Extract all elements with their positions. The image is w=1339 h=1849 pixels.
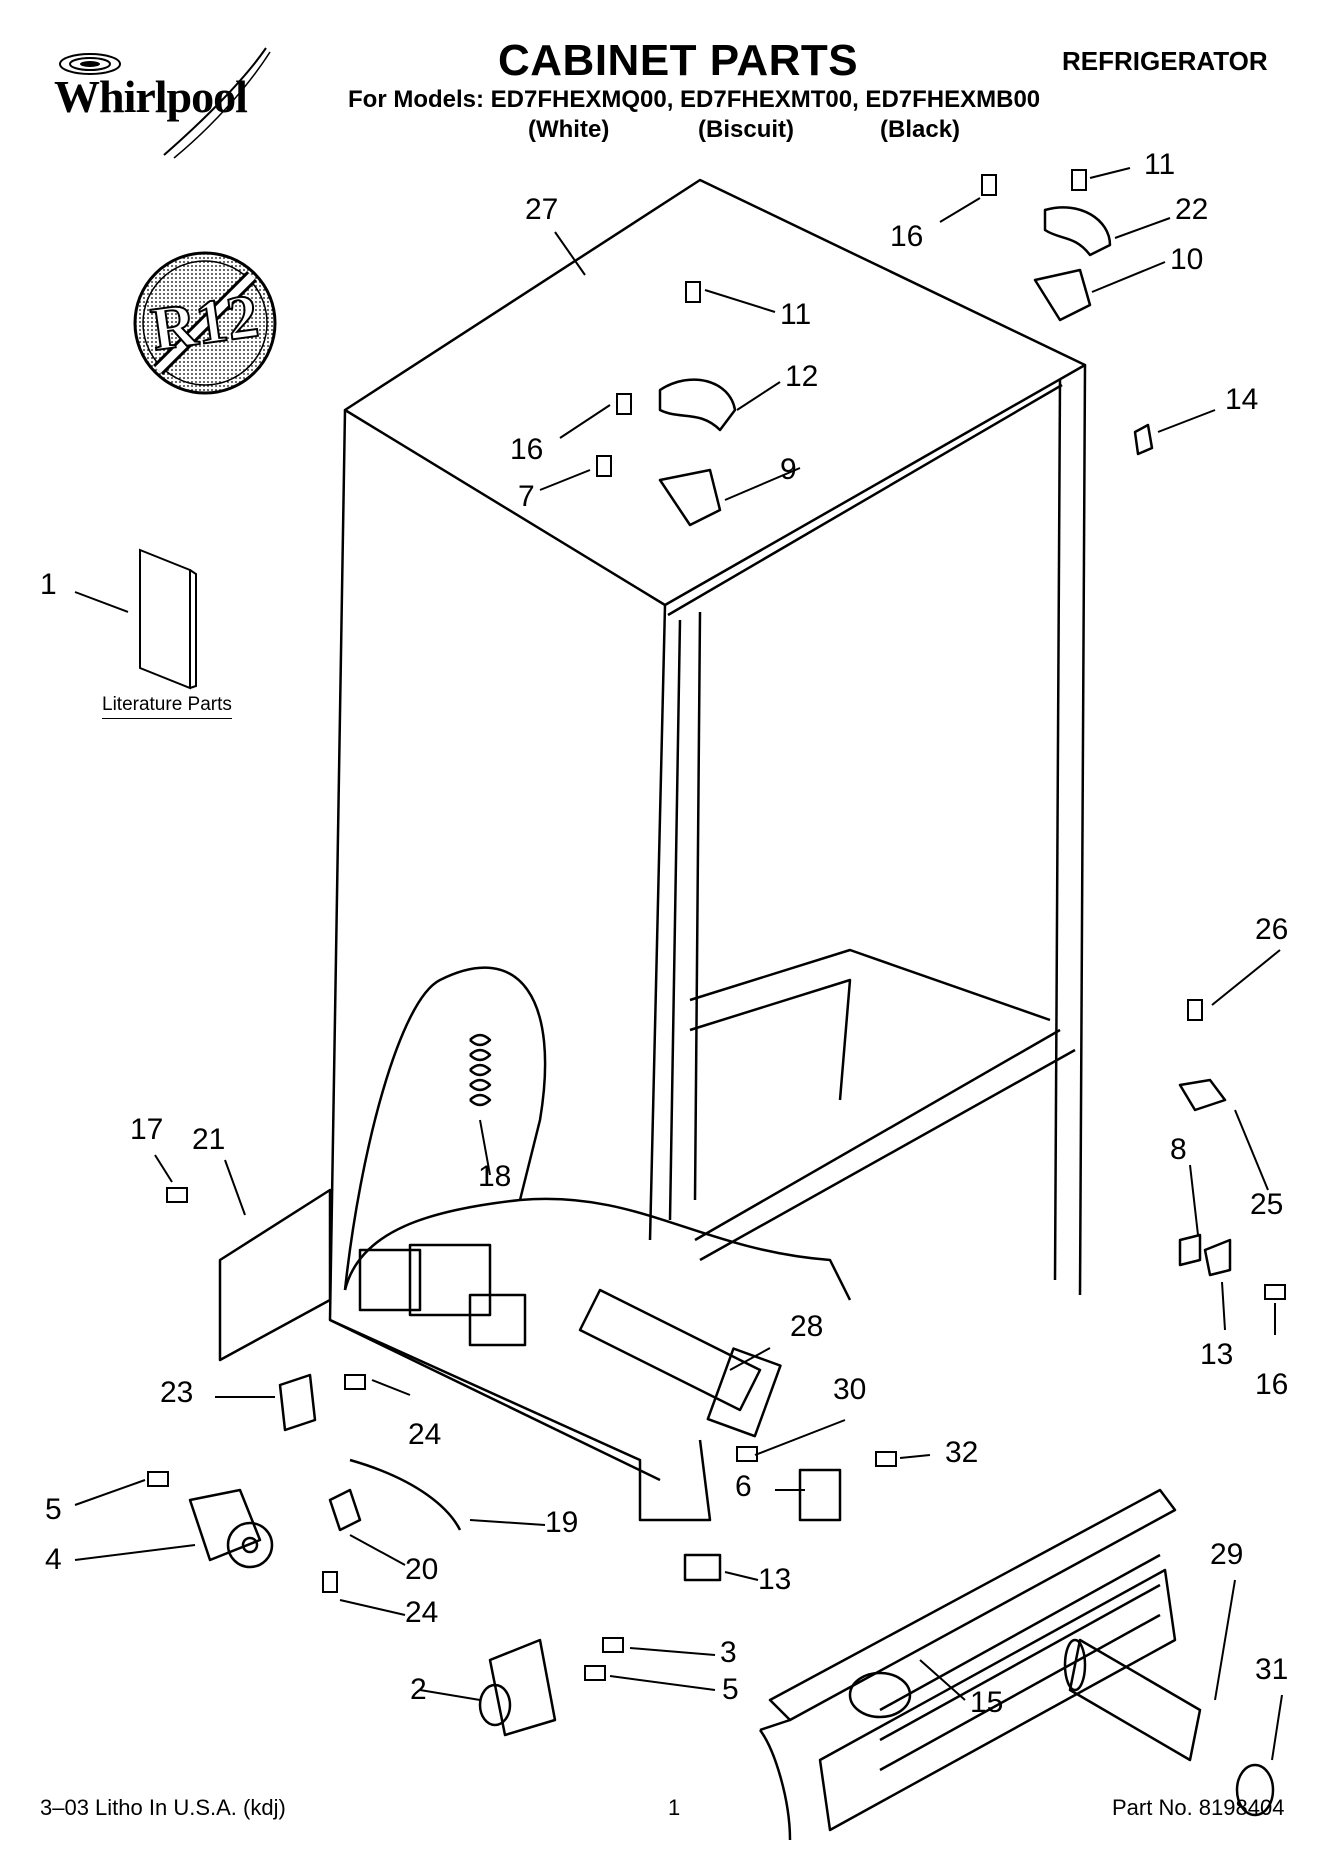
literature-parts-label: Literature Parts — [102, 694, 232, 719]
callout-15: 15 — [970, 1686, 1004, 1719]
models-line: For Models: ED7FHEXMQ00, ED7FHEXMT00, ED… — [348, 86, 1041, 113]
callout-20: 20 — [405, 1553, 439, 1586]
callout-2: 2 — [410, 1673, 427, 1706]
callout-5: 5 — [722, 1673, 739, 1706]
callout-32: 32 — [945, 1436, 979, 1469]
callout-28: 28 — [790, 1310, 824, 1343]
screw-icon — [596, 455, 612, 477]
screw-icon — [736, 1446, 758, 1462]
callout-13: 13 — [1200, 1338, 1234, 1371]
appliance-category: REFRIGERATOR — [1062, 46, 1268, 76]
no-symbol-icon — [133, 251, 277, 395]
callout-13: 13 — [758, 1563, 792, 1596]
brand-name: Whirlpool — [54, 71, 248, 122]
callout-12: 12 — [785, 360, 819, 393]
screw-icon — [322, 1571, 338, 1593]
screw-icon — [602, 1637, 624, 1653]
callout-18: 18 — [478, 1160, 512, 1193]
callout-11: 11 — [780, 298, 812, 331]
callout-8: 8 — [1170, 1133, 1187, 1166]
screw-icon — [1187, 999, 1203, 1021]
callout-16: 16 — [890, 220, 924, 253]
no-r12-badge: R12 — [130, 248, 280, 398]
callout-25: 25 — [1250, 1188, 1284, 1221]
footer-part-number: Part No. 8198404 — [1112, 1795, 1285, 1820]
callout-14: 14 — [1225, 383, 1259, 416]
callout-29: 29 — [1210, 1538, 1244, 1571]
callout-9: 9 — [780, 453, 797, 486]
callout-10: 10 — [1170, 243, 1204, 276]
callout-27: 27 — [525, 193, 559, 226]
callout-4: 4 — [45, 1543, 62, 1576]
variant-black: (Black) — [880, 116, 961, 143]
callout-26: 26 — [1255, 913, 1289, 946]
page-title: CABINET PARTS — [498, 36, 859, 85]
screw-icon — [875, 1451, 897, 1467]
footer-page-number: 1 — [668, 1795, 681, 1820]
callout-5: 5 — [45, 1493, 62, 1526]
screw-icon — [685, 281, 701, 303]
screw-icon — [147, 1471, 169, 1487]
callout-3: 3 — [720, 1636, 737, 1669]
callout-22: 22 — [1175, 193, 1209, 226]
footer-print-info: 3–03 Litho In U.S.A. (kdj) — [40, 1795, 286, 1820]
literature-booklet — [130, 540, 210, 690]
screw-icon — [1071, 169, 1087, 191]
callout-23: 23 — [160, 1376, 194, 1409]
variant-biscuit: (Biscuit) — [698, 116, 794, 143]
screw-icon — [1264, 1284, 1286, 1300]
callout-7: 7 — [518, 480, 535, 513]
whirlpool-logo: Whirlpool — [44, 40, 284, 170]
screw-icon — [344, 1374, 366, 1390]
callout-31: 31 — [1255, 1653, 1289, 1686]
callout-21: 21 — [192, 1123, 226, 1156]
callout-1: 1 — [40, 568, 57, 601]
callout-24: 24 — [405, 1596, 439, 1629]
screw-icon — [616, 393, 632, 415]
swirl-logo-icon — [59, 47, 271, 159]
callout-11: 11 — [1144, 148, 1176, 181]
callout-30: 30 — [833, 1373, 867, 1406]
variant-white: (White) — [528, 116, 610, 143]
callout-6: 6 — [735, 1470, 752, 1503]
booklet-icon — [139, 548, 197, 690]
callout-16: 16 — [1255, 1368, 1289, 1401]
screw-icon — [981, 174, 997, 196]
screw-icon — [166, 1187, 188, 1203]
callout-24: 24 — [408, 1418, 442, 1451]
screw-icon — [584, 1665, 606, 1681]
callout-19: 19 — [545, 1506, 579, 1539]
callout-16: 16 — [510, 433, 544, 466]
callout-17: 17 — [130, 1113, 164, 1146]
